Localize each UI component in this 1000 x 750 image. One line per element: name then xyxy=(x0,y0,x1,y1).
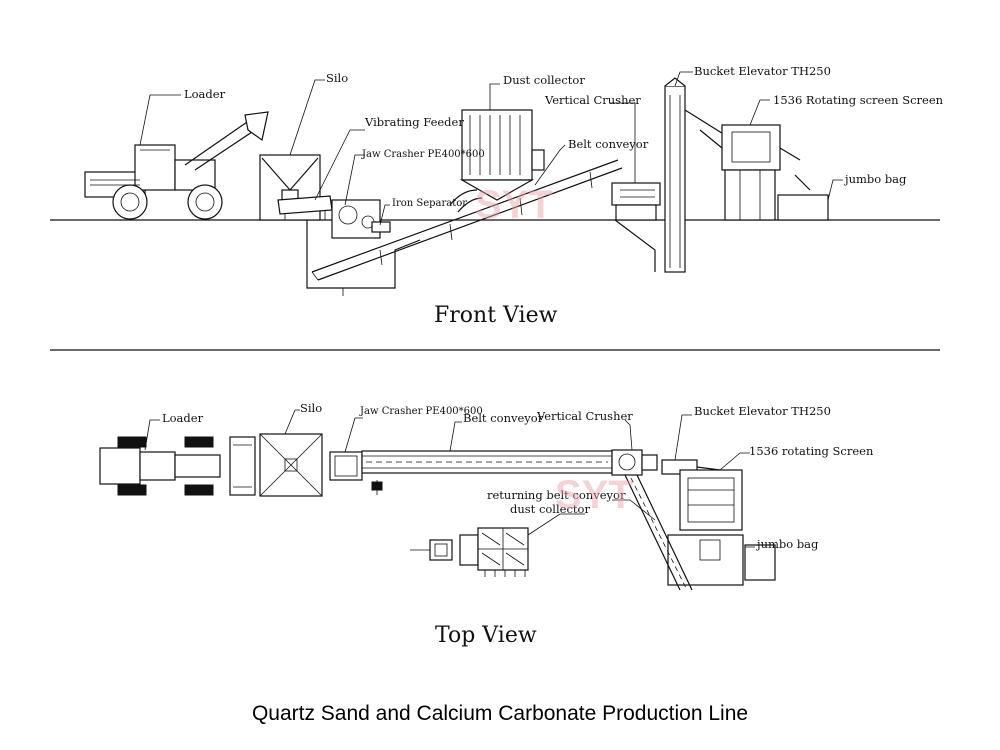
label-returning-belt-conveyor-top: returning belt conveyor xyxy=(487,488,626,502)
rotating-screen-top xyxy=(667,469,744,586)
watermark-top: SYT xyxy=(555,473,633,517)
label-dust-collector-top: dust collector xyxy=(510,502,590,516)
label-vibrating-feeder-front: Vibrating Feeder xyxy=(364,115,464,129)
label-iron-separator-front: Iron Separator xyxy=(392,198,467,209)
vertical-crusher-front xyxy=(611,182,661,272)
diagram-caption: Quartz Sand and Calcium Carbonate Produc… xyxy=(252,702,748,725)
label-vertical-crusher-front: Vertical Crusher xyxy=(544,93,641,107)
label-rotating-screen-front: 1536 Rotating screen Screen xyxy=(773,93,944,107)
label-jaw-crusher-top: Jaw Crasher PE400*600 xyxy=(359,406,483,417)
label-bucket-elevator-top: Bucket Elevator TH250 xyxy=(694,404,831,418)
vibrating-feeder-front xyxy=(277,195,333,220)
dust-collector-front xyxy=(449,109,545,213)
label-rotating-screen-top: 1536 rotating Screen xyxy=(749,444,874,458)
loader-front xyxy=(84,111,269,220)
label-belt-conveyor-top: Belt conveyor xyxy=(463,411,544,425)
watermark-front: SYT xyxy=(475,183,553,227)
belt-conveyor-front xyxy=(311,159,623,281)
silo-top xyxy=(259,433,323,497)
dust-collector-top xyxy=(410,527,529,577)
returning-belt-conveyor-top xyxy=(624,474,693,591)
label-jumbo-bag-front: jumbo bag xyxy=(843,172,907,186)
label-silo-front: Silo xyxy=(326,71,348,85)
loader-top xyxy=(99,436,256,496)
label-loader-top: Loader xyxy=(162,411,204,425)
front-view-title: Front View xyxy=(434,303,558,328)
iron-separator-front xyxy=(371,221,391,233)
top-leader-lines xyxy=(144,409,755,555)
label-loader-front: Loader xyxy=(184,87,226,101)
label-vertical-crusher-top: Vertical Crusher xyxy=(536,409,633,423)
jumbo-bag-front xyxy=(777,194,829,221)
jumbo-bag-top xyxy=(744,544,776,581)
label-jaw-crusher-front: Jaw Crasher PE400*600 xyxy=(361,149,485,160)
top-view: Loader Silo Jaw Crasher PE400*600 Belt c… xyxy=(99,401,874,648)
bucket-elevator-front xyxy=(664,77,726,273)
label-silo-top: Silo xyxy=(300,401,322,415)
front-view: Loader Silo Vibrating Feeder Jaw Crasher… xyxy=(50,64,944,328)
label-bucket-elevator-front: Bucket Elevator TH250 xyxy=(694,64,831,78)
vertical-crusher-top xyxy=(611,449,658,476)
label-belt-conveyor-front: Belt conveyor xyxy=(568,137,649,151)
label-jumbo-bag-top: jumbo bag xyxy=(755,537,819,551)
belt-conveyor-top xyxy=(361,450,613,474)
pit-outline xyxy=(306,220,421,289)
rotating-screen-front xyxy=(699,124,811,221)
top-view-title: Top View xyxy=(435,623,537,648)
front-leader-lines xyxy=(139,71,843,226)
label-dust-collector-front: Dust collector xyxy=(503,73,585,87)
